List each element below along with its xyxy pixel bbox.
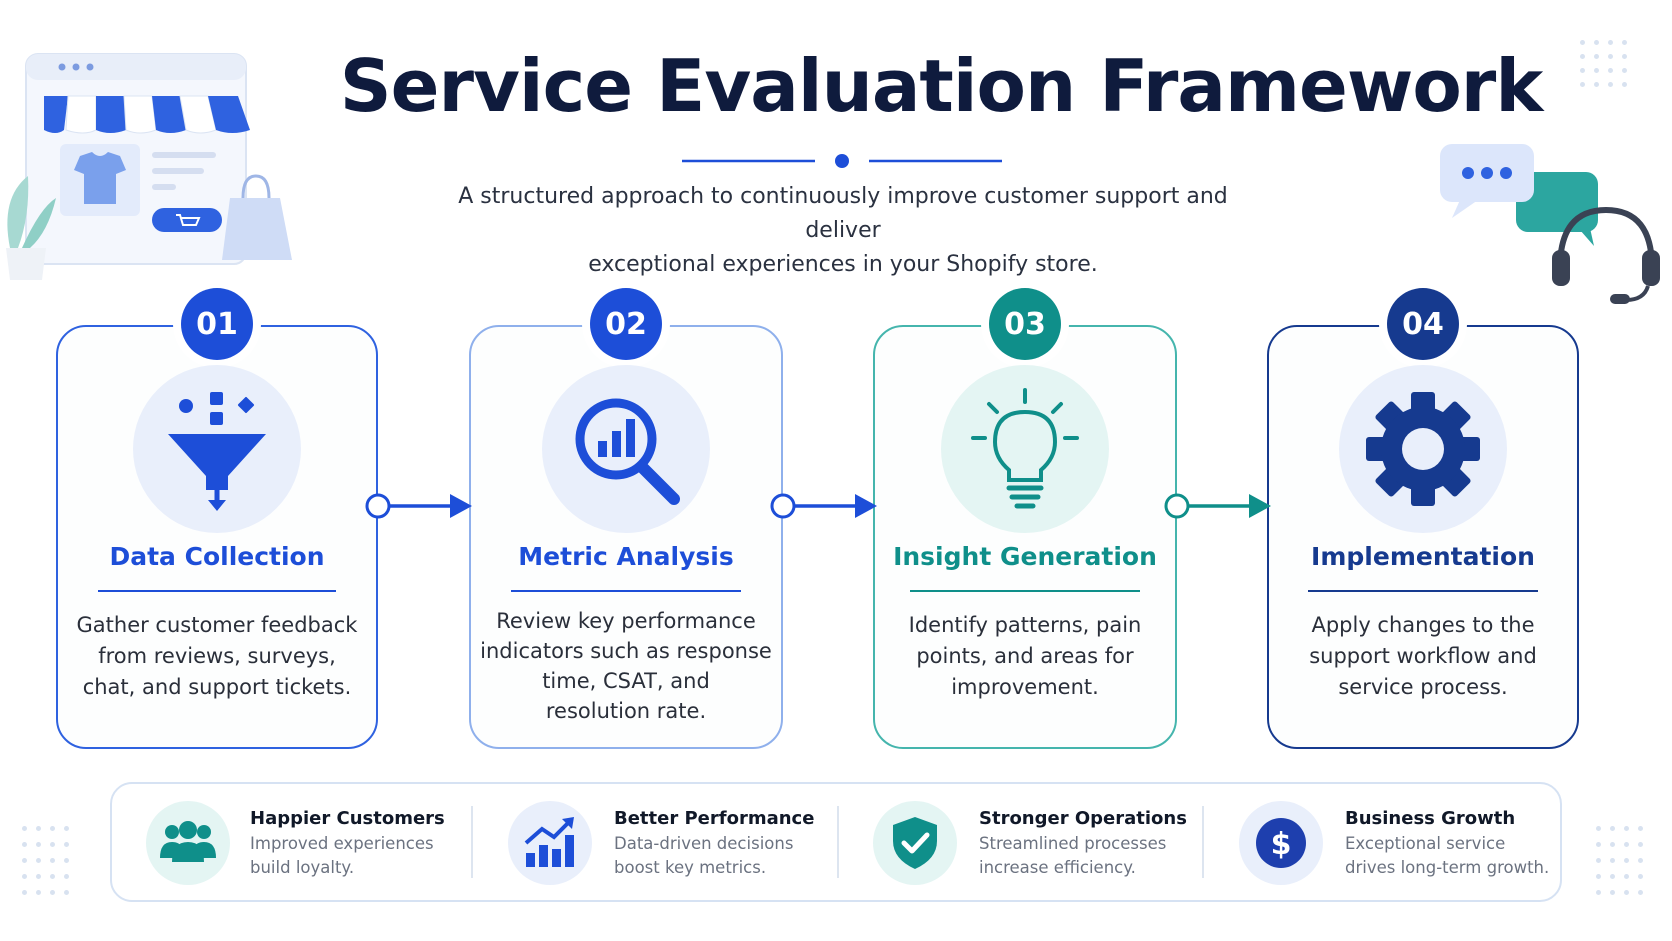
- benefit-icon-circle-2: [508, 801, 592, 885]
- benefit-icon-circle-4: $: [1239, 801, 1323, 885]
- benefit-title-4: Business Growth: [1345, 808, 1516, 829]
- connector-arrow-1-2: [365, 493, 472, 519]
- growth-chart-icon: [524, 817, 574, 867]
- step-title-insight-generation: Insight Generation: [893, 542, 1157, 571]
- benefit-separator-3: [1202, 806, 1204, 878]
- page-subtitle: A structured approach to continuously im…: [458, 184, 1228, 277]
- lightbulb-icon: [971, 388, 1079, 509]
- benefit-title-2: Better Performance: [614, 808, 815, 829]
- step-rule-3: [910, 590, 1140, 592]
- step-title-implementation: Implementation: [1311, 542, 1535, 571]
- users-icon: [160, 821, 216, 862]
- shield-check-icon: [893, 817, 937, 869]
- step-icon-circle-2: [542, 365, 710, 533]
- step-badge-01: 01: [181, 288, 253, 360]
- benefit-separator-2: [837, 806, 839, 878]
- benefit-title-1: Happier Customers: [250, 808, 445, 829]
- funnel-icon: [168, 392, 266, 511]
- benefit-separator-1: [471, 806, 473, 878]
- storefront-illustration-icon: [6, 53, 292, 280]
- step-icon-circle-4: [1339, 365, 1507, 533]
- decorative-dots-top-right: [1580, 40, 1640, 100]
- connector-arrow-2-3: [770, 493, 877, 519]
- step-rule-4: [1308, 590, 1538, 592]
- customer-support-headset-icon: [1440, 144, 1660, 304]
- svg-text:$: $: [1271, 827, 1292, 862]
- magnifier-chart-icon: [575, 398, 680, 505]
- step-icon-circle-3: [941, 365, 1109, 533]
- benefit-title-3: Stronger Operations: [979, 808, 1187, 829]
- step-badge-02: 02: [590, 288, 662, 360]
- step-title-metric-analysis: Metric Analysis: [518, 542, 734, 571]
- step-icon-circle-1: [133, 365, 301, 533]
- decorative-dots-bottom-left: [22, 826, 82, 896]
- dollar-icon: $: [1256, 818, 1306, 868]
- step-rule-1: [98, 590, 336, 592]
- step-rule-2: [511, 590, 741, 592]
- page-title: Service Evaluation Framework: [339, 44, 1543, 128]
- gear-icon: [1366, 392, 1480, 506]
- benefit-icon-circle-1: [146, 801, 230, 885]
- connector-arrow-3-4: [1164, 493, 1271, 519]
- benefit-icon-circle-3: [873, 801, 957, 885]
- step-badge-03: 03: [989, 288, 1061, 360]
- step-badge-04: 04: [1387, 288, 1459, 360]
- decorative-dots-bottom-right: [1596, 826, 1656, 896]
- title-divider: [682, 154, 1002, 168]
- step-title-data-collection: Data Collection: [109, 542, 325, 571]
